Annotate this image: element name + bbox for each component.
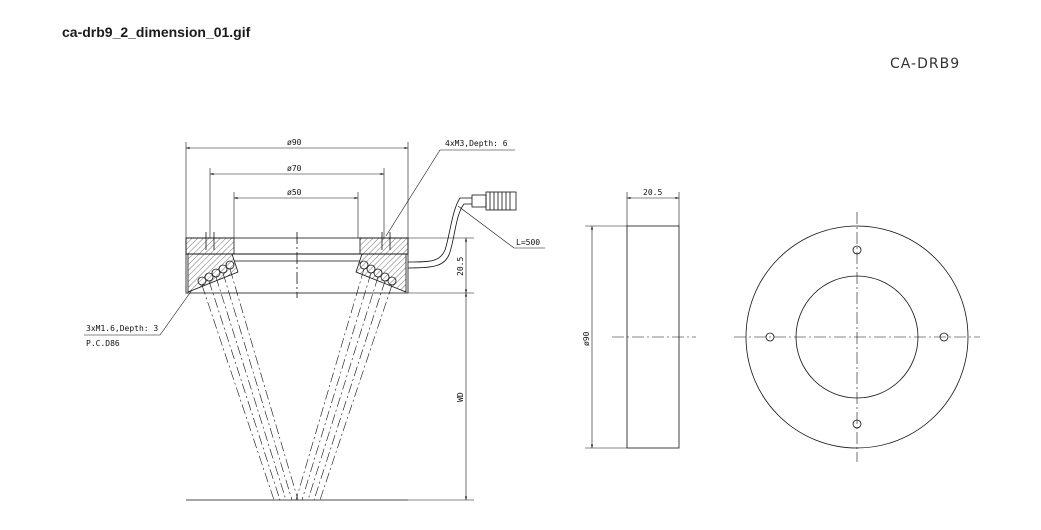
side-view [612,225,696,449]
side-dimensions [585,192,680,449]
dim-wd: WD [456,392,465,402]
dim-height-side: 20.5 [643,188,662,197]
dim-d70: ø70 [287,164,302,173]
dim-cable-length: L=500 [516,238,540,247]
dim-d50: ø50 [287,188,302,197]
top-view [734,212,980,462]
front-view [185,191,517,501]
dim-d90: ø90 [287,138,302,147]
file-title: ca-drb9_2_dimension_01.gif [62,24,251,40]
hatch-right [359,237,409,255]
dim-side-diameter: ø90 [582,331,591,346]
front-dimensions [84,142,545,501]
hatch-left [185,237,235,255]
dim-bottom-holes: 3xM1.6,Depth: 3 [86,324,158,333]
dim-pcd: P.C.D86 [86,339,120,348]
model-label: CA-DRB9 [890,56,960,72]
dim-height-front: 20.5 [456,257,465,276]
dim-mount-holes: 4xM3,Depth: 6 [445,139,508,148]
